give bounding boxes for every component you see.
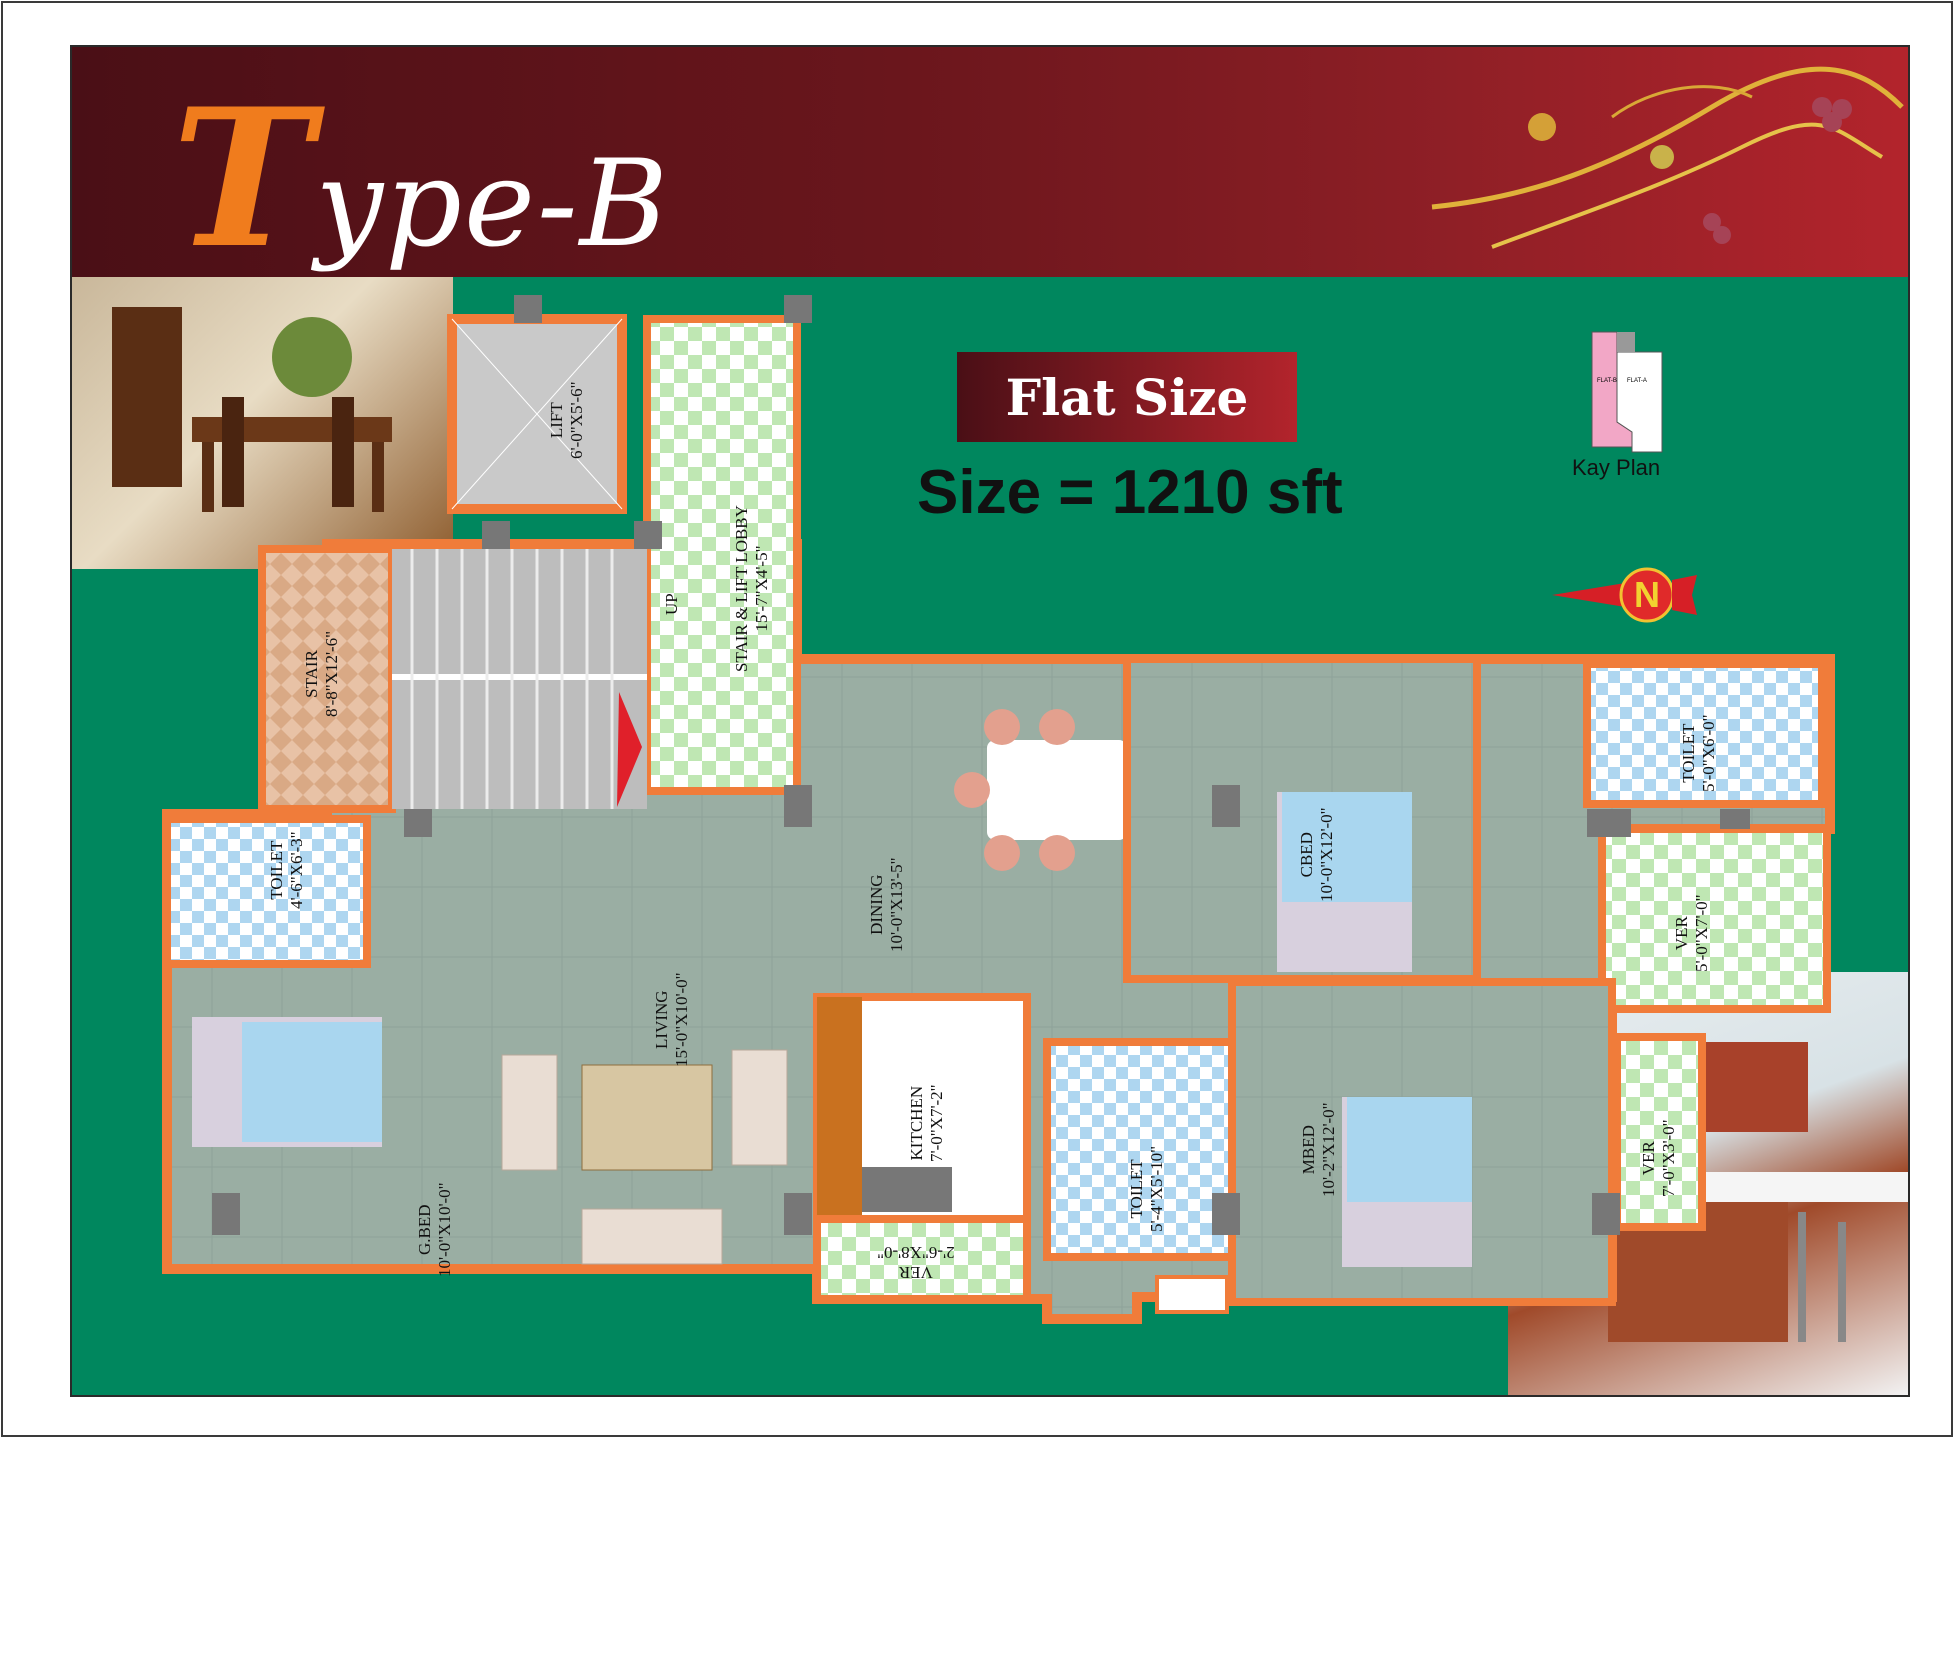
mbed-name: MBED	[1299, 1125, 1318, 1175]
lift-name: LIFT	[547, 402, 566, 439]
flat-size-value: Size = 1210 sft	[917, 458, 1343, 527]
mbed-dim: 10'-2"X12'-0"	[1319, 1102, 1338, 1197]
room-label-stair: STAIR 8'-8"X12'-6"	[302, 631, 342, 717]
page-title: Type-B	[172, 67, 670, 290]
ver1-name: VER	[1672, 916, 1691, 951]
page-frame: Type-B Flat Size Size = 1210 sft FLAT-B …	[1, 1, 1953, 1437]
cbed-dim: 10'-0"X12'-0"	[1317, 807, 1336, 902]
ver2-dim: 2'-6"X8'-0"	[877, 1243, 955, 1262]
ver2-name: VER	[898, 1263, 933, 1282]
ver3-dim: 7'-0"X3'-0"	[1659, 1119, 1678, 1197]
ver3-name: VER	[1639, 1141, 1658, 1176]
ver1-dim: 5'-0"X7'-0"	[1692, 894, 1711, 972]
toilet1-name: TOILET	[267, 840, 286, 900]
dining-room-photo	[72, 277, 453, 569]
lobby-dim: 15'-7"X4'-5"	[752, 545, 771, 632]
key-plan-flat-a: FLAT-A	[1627, 378, 1647, 384]
key-plan-label: Kay Plan	[1572, 455, 1661, 480]
flat-size-label: Flat Size	[1005, 367, 1249, 427]
room-label-ver-3: VER 7'-0"X3'-0"	[1639, 1119, 1679, 1197]
room-label-lift: LIFT 6'-0"X5'-6"	[547, 381, 587, 459]
kitchen-name: KITCHEN	[907, 1085, 926, 1161]
cbed-name: CBED	[1297, 832, 1316, 878]
toilet3-dim: 5'-4"X5'-10"	[1147, 1145, 1166, 1232]
stair-name: STAIR	[302, 650, 321, 698]
lift-dim: 6'-0"X5'-6"	[567, 381, 586, 459]
title-rest: ype-B	[315, 135, 670, 274]
living-dim: 15'-0"X10'-0"	[672, 972, 691, 1067]
kitchen-dim: 7'-0"X7'-2"	[927, 1084, 946, 1162]
title-initial: T	[172, 67, 316, 290]
room-label-toilet-3: TOILET 5'-4"X5'-10"	[1127, 1146, 1167, 1232]
toilet3-name: TOILET	[1127, 1159, 1146, 1219]
key-plan-flat-b: FLAT-B	[1597, 378, 1617, 384]
room-label-toilet-2: TOILET 5'-0"X6'-0"	[1679, 714, 1719, 792]
flat-size-heading: Flat Size	[957, 352, 1297, 442]
room-label-ver-1: VER 5'-0"X7'-0"	[1672, 894, 1712, 972]
compass-letter: N	[1634, 574, 1660, 615]
key-plan-diagram: FLAT-B FLAT-A	[1591, 331, 1663, 453]
stair-dim: 8'-8"X12'-6"	[322, 630, 341, 717]
room-label-kitchen: KITCHEN 7'-0"X7'-2"	[907, 1084, 947, 1162]
floor-plan	[162, 295, 1835, 1324]
room-label-living: LIVING 15'-0"X10'-0"	[652, 972, 692, 1067]
room-label-lobby: STAIR & LIFT LOBBY 15'-7"X4'-5"	[732, 505, 772, 672]
gbed-dim: 10'-0"X10'-0"	[435, 1182, 454, 1277]
toilet2-name: TOILET	[1679, 723, 1698, 783]
brochure-board: Type-B Flat Size Size = 1210 sft FLAT-B …	[70, 45, 1910, 1397]
room-label-toilet-1: TOILET 4'-6"X6'-3"	[267, 831, 307, 909]
room-label-mbed: MBED 10'-2"X12'-0"	[1299, 1102, 1339, 1197]
north-arrow-icon: N	[1552, 567, 1697, 623]
room-label-ver-2: VER 2'-6"X8'-0"	[877, 1242, 955, 1282]
toilet1-dim: 4'-6"X6'-3"	[287, 831, 306, 909]
label-up: UP	[662, 593, 681, 615]
toilet2-dim: 5'-0"X6'-0"	[1699, 714, 1718, 792]
room-label-dining: DINING 10'-0"X13'-5"	[867, 857, 907, 952]
dining-dim: 10'-0"X13'-5"	[887, 857, 906, 952]
room-label-cbed: CBED 10'-0"X12'-0"	[1297, 807, 1337, 902]
lobby-name: STAIR & LIFT LOBBY	[732, 505, 751, 672]
title-banner: Type-B	[72, 47, 1908, 290]
gbed-name: G.BED	[415, 1204, 434, 1255]
living-name: LIVING	[652, 990, 671, 1049]
floral-ornament	[1431, 66, 1904, 249]
room-label-gbed: G.BED 10'-0"X10'-0"	[415, 1182, 455, 1277]
dining-name: DINING	[867, 874, 886, 935]
